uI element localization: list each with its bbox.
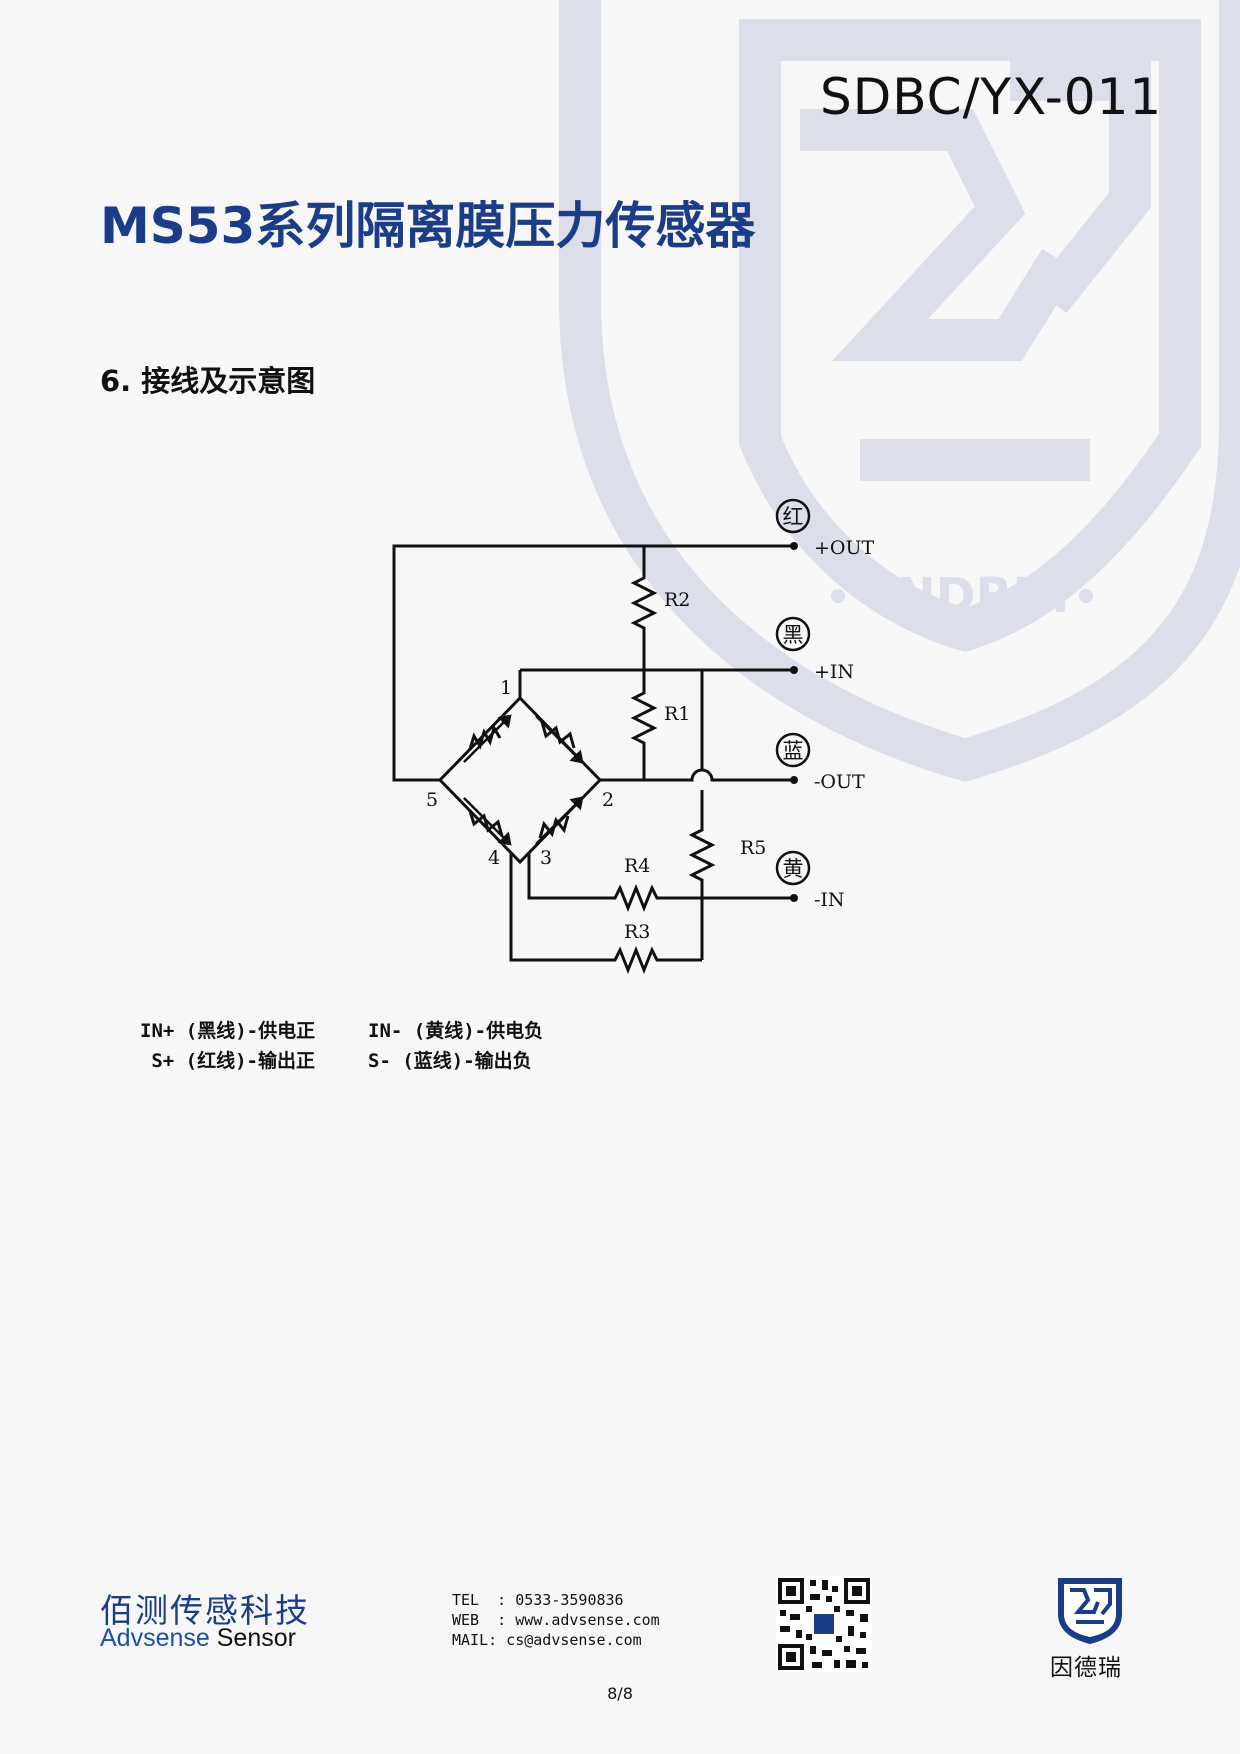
- page-number: 8/8: [607, 1684, 633, 1703]
- watermark-text: YNDRUI: [860, 568, 1070, 624]
- node-1: 1: [500, 677, 512, 699]
- legend-item: S+ (红线)-输出正: [151, 1050, 315, 1072]
- node-5: 5: [426, 789, 438, 811]
- company-name-cn: 佰测传感科技: [100, 1591, 310, 1630]
- legend-item: S- (蓝线)-输出负: [368, 1050, 532, 1072]
- node-4: 4: [488, 847, 500, 869]
- contact-web: WEB : www.advsense.com: [452, 1611, 660, 1629]
- wire-r4: [527, 852, 792, 913]
- label-r2: R2: [664, 589, 690, 611]
- contact-info: TEL : 0533-3590836 WEB : www.advsense.co…: [452, 1590, 660, 1650]
- contact-tel: TEL : 0533-3590836: [452, 1591, 624, 1609]
- terminal-color-blue: 蓝: [783, 739, 804, 763]
- label-r4: R4: [624, 855, 650, 877]
- wire-r3: [509, 852, 702, 975]
- label-r1: R1: [664, 703, 690, 725]
- terminal-in-plus: +IN: [814, 661, 854, 683]
- qr-code-icon: [776, 1576, 872, 1672]
- legend-left: IN+ (黑线)-供电正 S+ (红线)-输出正: [140, 1016, 315, 1076]
- label-r3: R3: [624, 921, 650, 943]
- contact-mail: MAIL: cs@advsense.com: [452, 1631, 642, 1649]
- legend-right: IN- (黄线)-供电负 S- (蓝线)-输出负: [368, 1016, 543, 1076]
- node-3: 3: [540, 847, 552, 869]
- document-code: SDBC/YX-011: [820, 68, 1163, 126]
- wire-r2: [630, 546, 658, 670]
- terminal-out-plus: +OUT: [814, 537, 875, 559]
- section-heading: 6. 接线及示意图: [100, 364, 316, 398]
- bridge-diamond: [437, 695, 603, 865]
- wire-out-plus: [392, 544, 792, 745]
- brand-name: 因德瑞: [1050, 1655, 1122, 1681]
- terminal-color-red: 红: [783, 505, 804, 529]
- company-name-en-b: Sensor: [209, 1624, 296, 1652]
- wire-node5: [392, 745, 440, 782]
- node-2: 2: [602, 789, 614, 811]
- wiring-diagram: 红 黑 蓝 黄 +OUT +IN -OUT -IN R1 R2 R3 R4 R5…: [392, 498, 875, 975]
- wire-out-minus: [600, 768, 792, 782]
- legend-item: IN+ (黑线)-供电正: [140, 1020, 316, 1042]
- terminal-color-black: 黑: [783, 623, 804, 647]
- wire-in-plus: [518, 668, 792, 698]
- terminal-out-minus: -OUT: [814, 771, 865, 793]
- terminal-color-yellow: 黄: [783, 857, 804, 881]
- wire-r5: [688, 670, 716, 960]
- terminal-in-minus: -IN: [814, 889, 845, 911]
- wire-r1: [630, 670, 658, 780]
- page-title: MS53系列隔离膜压力传感器: [100, 197, 756, 255]
- brand-shield-logo: [1058, 1578, 1122, 1644]
- company-name-en-a: Advsense: [100, 1624, 210, 1652]
- company-name-en: Advsense Sensor: [100, 1624, 296, 1653]
- legend-item: IN- (黄线)-供电负: [368, 1020, 544, 1042]
- label-r5: R5: [740, 837, 766, 859]
